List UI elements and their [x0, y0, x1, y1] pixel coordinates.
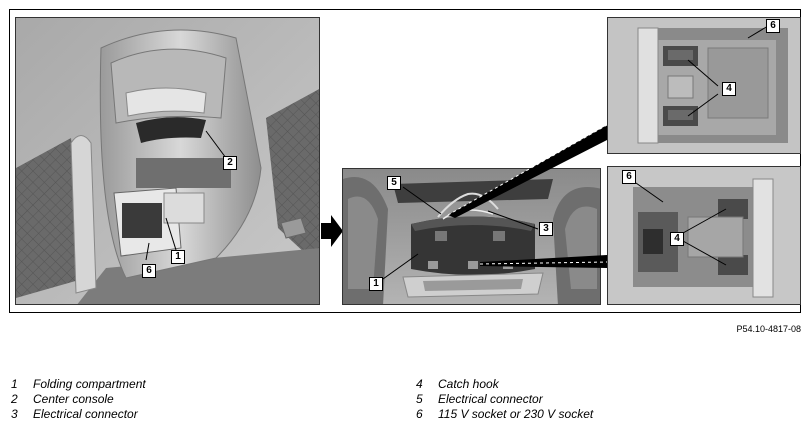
callout-1: 1	[171, 250, 185, 264]
callout-6: 6	[142, 264, 156, 278]
legend-number: 3	[11, 407, 18, 421]
legend-right-column: 4 Catch hook 5 Electrical connector 6 115 V…	[416, 377, 593, 422]
legend-number: 6	[416, 407, 423, 421]
legend-item: 6 115 V socket or 230 V socket	[416, 407, 593, 422]
callout-3: 3	[539, 222, 553, 236]
callout-1-middle: 1	[369, 277, 383, 291]
legend-number: 5	[416, 392, 423, 406]
socket-detail-side-photo: 6 4	[607, 166, 801, 305]
arrow-right-icon	[321, 215, 343, 247]
callout-2: 2	[223, 156, 237, 170]
legend-left-column: 1 Folding compartment 2 Center console 3 El…	[11, 377, 146, 422]
legend-number: 4	[416, 377, 423, 391]
callout-4-bottom-right: 4	[670, 232, 684, 246]
legend-number: 1	[11, 377, 18, 391]
legend-text: Center console	[33, 392, 114, 406]
legend-text: Electrical connector	[438, 392, 543, 406]
legend-number: 2	[11, 392, 18, 406]
legend-text: Catch hook	[438, 377, 499, 391]
legend-item: 3 Electrical connector	[11, 407, 146, 422]
legend-text: Folding compartment	[33, 377, 146, 391]
legend-item: 1 Folding compartment	[11, 377, 146, 392]
figure-code: P54.10-4817-08	[736, 324, 801, 334]
legend-item: 2 Center console	[11, 392, 146, 407]
legend-item: 4 Catch hook	[416, 377, 593, 392]
legend-text: Electrical connector	[33, 407, 138, 421]
callout-5: 5	[387, 176, 401, 190]
legend-text: 115 V socket or 230 V socket	[438, 407, 594, 421]
console-rear-photo: 2 6 1	[15, 17, 320, 305]
callout-4-top-right: 4	[722, 82, 736, 96]
legend-item: 5 Electrical connector	[416, 392, 593, 407]
socket-detail-top-photo: 6 4	[607, 17, 801, 154]
callout-6-bottom-right: 6	[622, 170, 636, 184]
socket-module-photo: 5 3 1	[342, 168, 601, 305]
callout-6-top-right: 6	[766, 19, 780, 33]
